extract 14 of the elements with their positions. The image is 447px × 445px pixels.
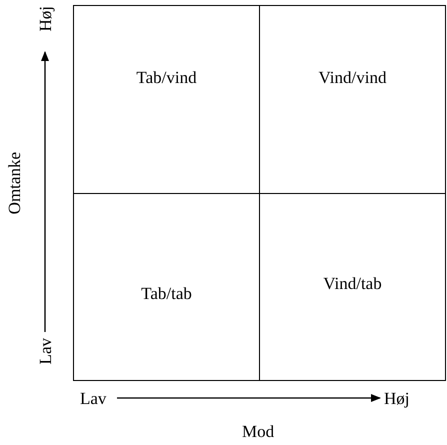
matrix-cell xyxy=(259,5,446,194)
quadrant-label: Tab/vind xyxy=(136,68,197,88)
matrix-cell xyxy=(259,193,446,381)
quadrant-label: Vind/tab xyxy=(323,274,382,294)
quadrant-label: Tab/tab xyxy=(141,284,192,304)
matrix-cell xyxy=(73,193,260,381)
axis-end-label: Lav xyxy=(37,338,54,364)
axis-end-label: Lav xyxy=(80,390,106,407)
axis-title: Mod xyxy=(242,423,274,440)
quadrant-label: Vind/vind xyxy=(318,68,386,88)
axis-end-label: Høj xyxy=(37,6,54,32)
axis-end-label: Høj xyxy=(384,390,410,407)
matrix-cell xyxy=(73,5,260,194)
axis-title: Omtanke xyxy=(6,152,23,214)
